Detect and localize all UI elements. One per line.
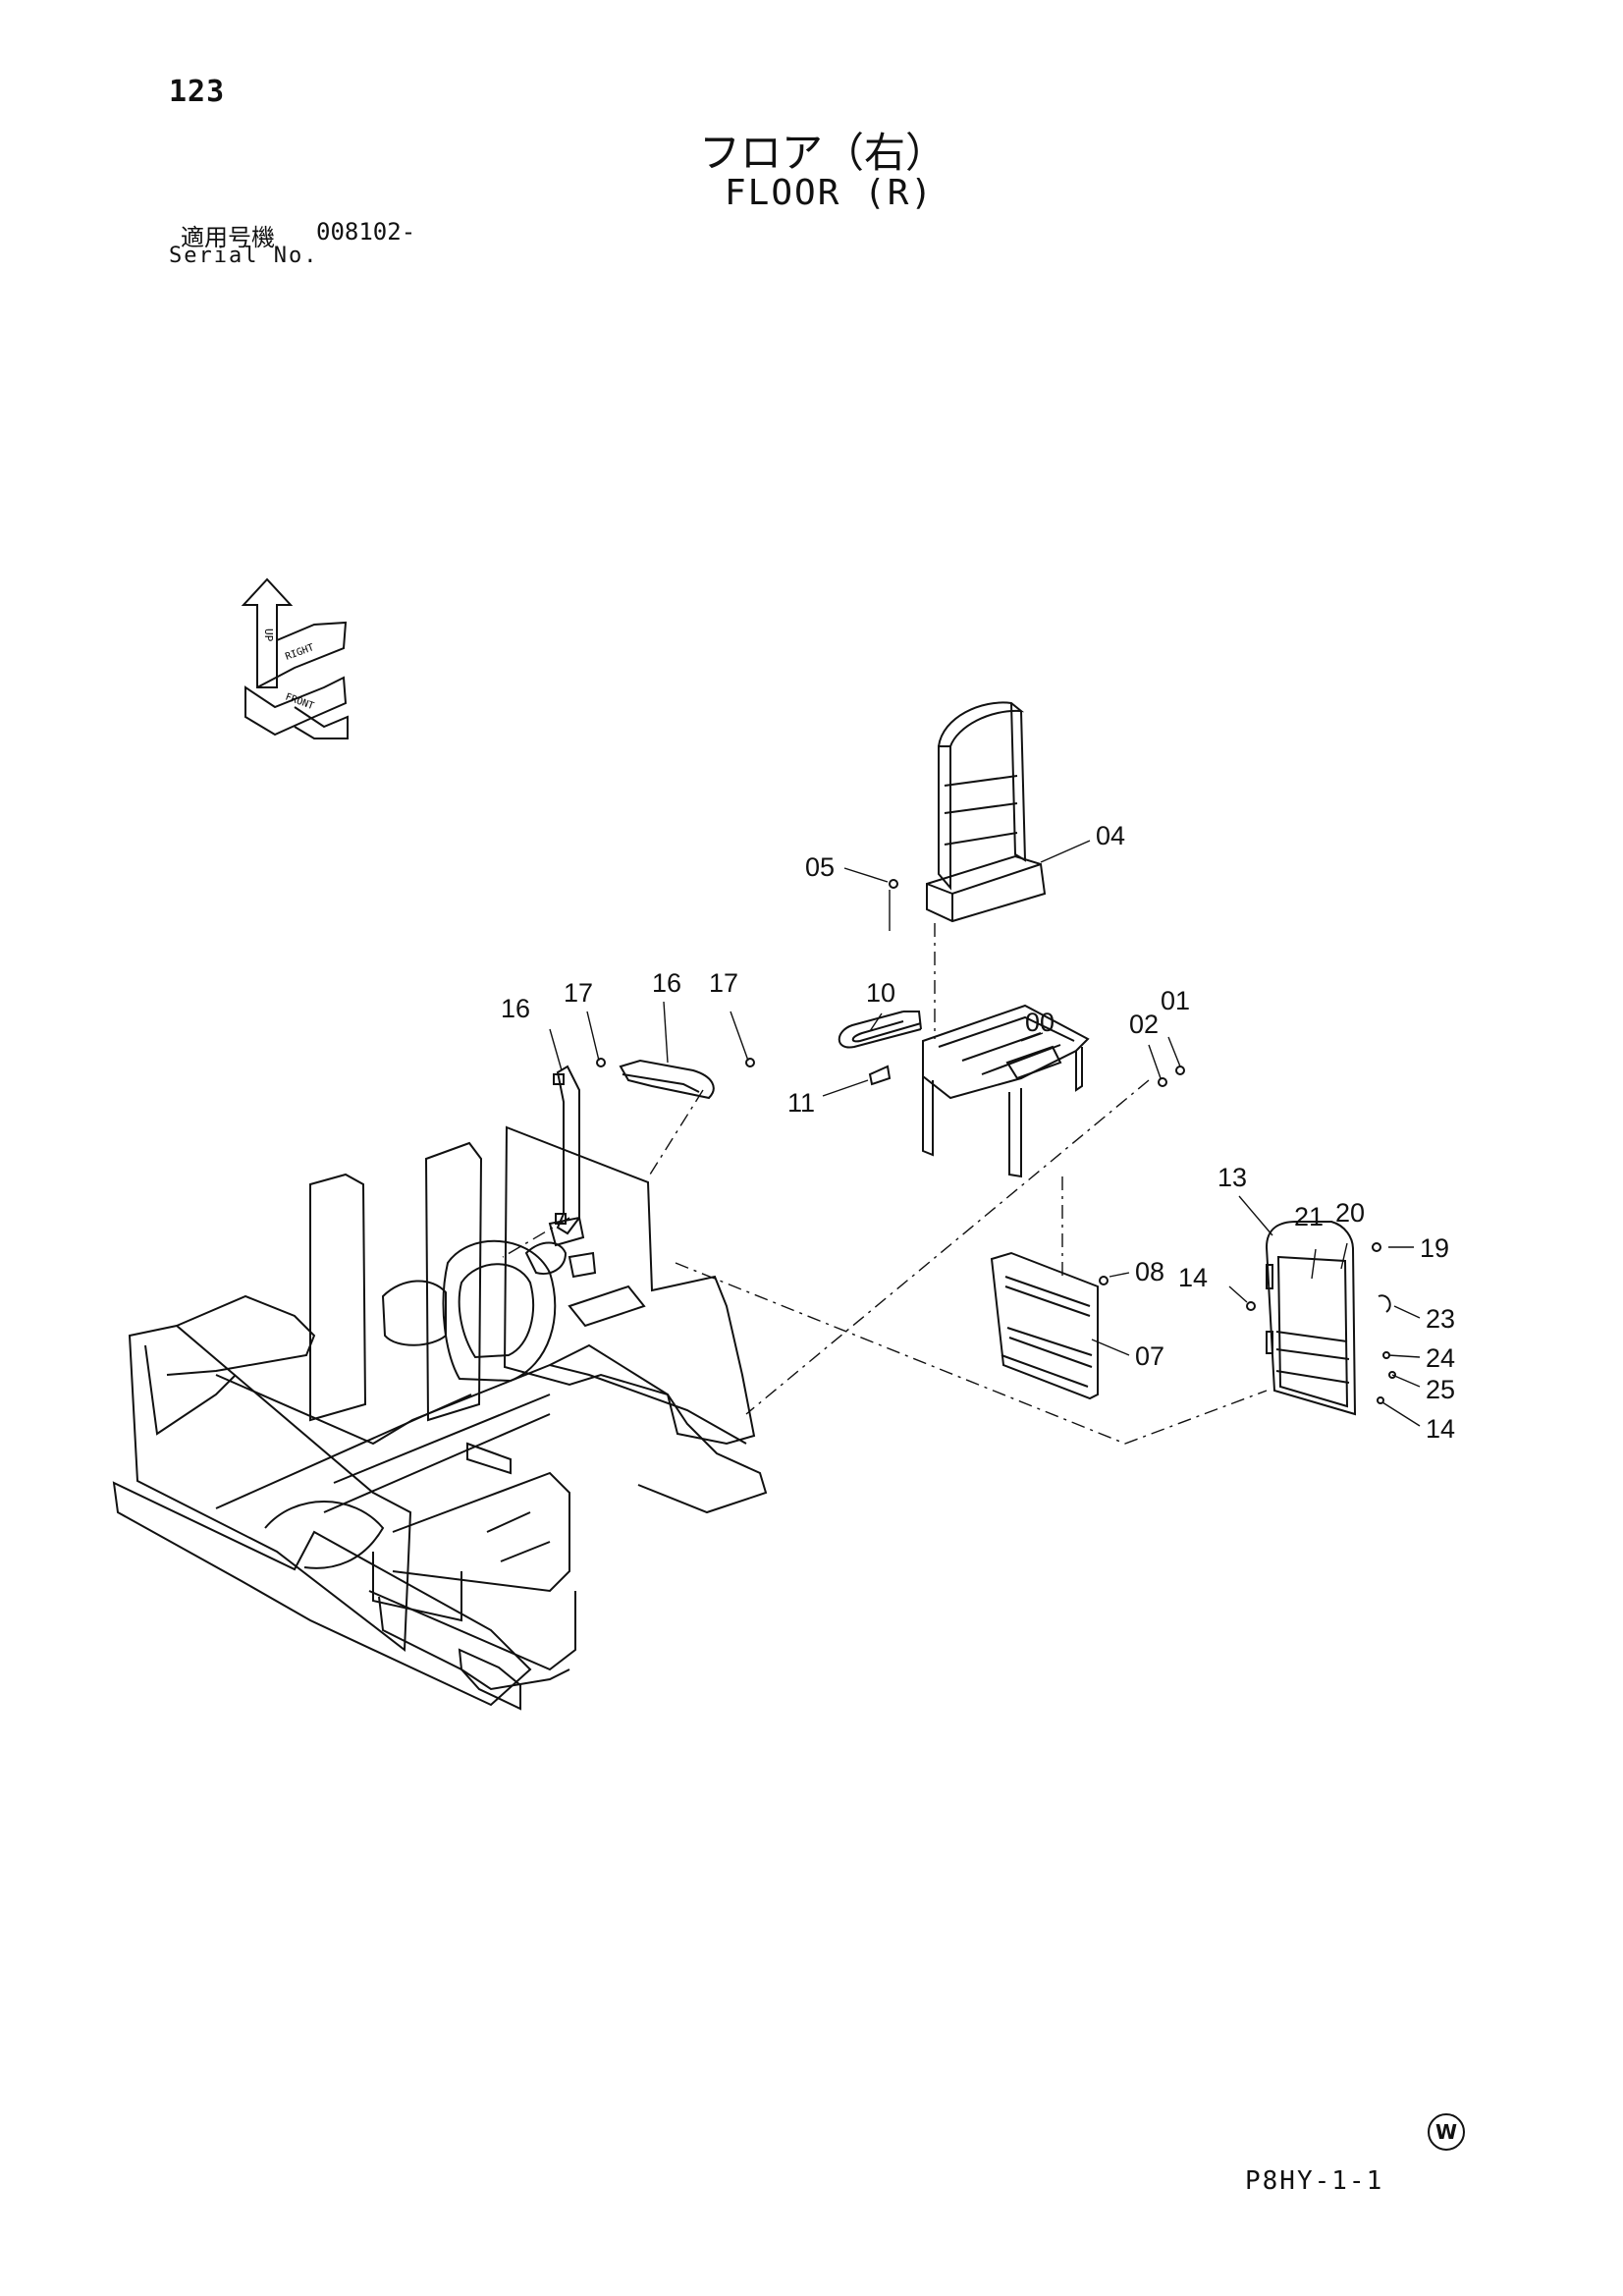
callout-21: 21 <box>1294 1202 1324 1231</box>
callout-14-bottom: 14 <box>1426 1414 1455 1444</box>
step-ladder-part-07 <box>990 1251 1099 1400</box>
bracket-part-16-right <box>619 1059 715 1100</box>
callout-11: 11 <box>787 1088 815 1118</box>
callout-07: 07 <box>1135 1341 1164 1371</box>
page-code: P8HY-1-1 <box>1245 2166 1384 2196</box>
bracket-part-16-left <box>553 1065 580 1235</box>
orientation-label-right: RIGHT <box>284 642 315 663</box>
page-number: 123 <box>169 75 226 109</box>
serial-number-value: 008102- <box>316 218 416 246</box>
floor-frame-part-00 <box>922 1004 1090 1178</box>
main-chassis-frame <box>112 1125 768 1711</box>
fastener-parts <box>596 879 1396 1404</box>
callout-05: 05 <box>805 852 835 882</box>
gate-door-part-13 <box>1265 1221 1357 1416</box>
callout-13: 13 <box>1217 1163 1247 1192</box>
callout-08: 08 <box>1135 1257 1164 1286</box>
callout-23: 23 <box>1426 1304 1455 1334</box>
callout-02: 02 <box>1129 1010 1159 1039</box>
callout-16-right: 16 <box>652 968 681 998</box>
callout-19: 19 <box>1420 1233 1449 1263</box>
page-title-english: FLOOR (R) <box>725 173 935 213</box>
serial-label-english: Serial No. <box>169 244 319 268</box>
callout-25: 25 <box>1426 1375 1455 1404</box>
handrail-part-04 <box>926 701 1047 923</box>
leader-lines <box>549 840 1421 1427</box>
page-title-japanese: フロア（右） <box>699 129 947 177</box>
w-mark-icon: W <box>1428 2113 1465 2151</box>
serial-label-japanese: 適用号機 <box>181 224 275 251</box>
grip-handle-part-10 <box>838 1011 922 1086</box>
orientation-label-front: FRONT <box>284 691 315 712</box>
callout-04: 04 <box>1096 821 1125 850</box>
callout-17-left: 17 <box>564 978 593 1008</box>
callout-10: 10 <box>866 978 895 1008</box>
assembly-lines <box>502 923 1268 1445</box>
orientation-arrows-icon: UP RIGHT FRONT <box>241 577 349 739</box>
callout-16-left: 16 <box>501 994 530 1023</box>
callout-01: 01 <box>1161 986 1190 1015</box>
callout-00: 00 <box>1025 1008 1055 1037</box>
callout-24: 24 <box>1426 1343 1455 1373</box>
callout-17-right: 17 <box>709 968 738 998</box>
callout-14-top: 14 <box>1178 1263 1208 1292</box>
orientation-label-up: UP <box>262 629 275 642</box>
callout-20: 20 <box>1335 1198 1365 1228</box>
callout-labels: 04 05 16 17 16 17 10 00 01 02 11 13 21 2… <box>501 821 1455 1444</box>
